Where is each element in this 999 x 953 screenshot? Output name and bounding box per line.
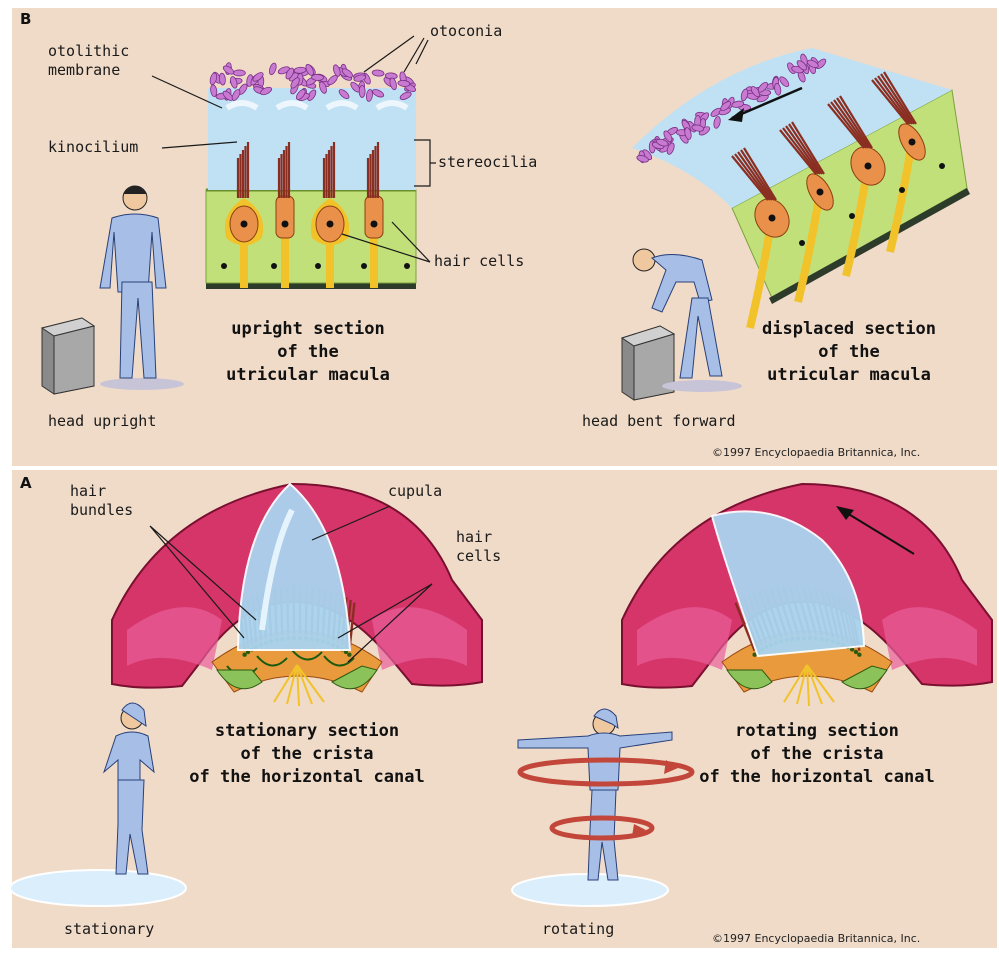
upright-section-caption: upright section of the utricular macula	[208, 318, 408, 387]
cupula-label: cupula	[388, 482, 442, 501]
stationary-label: stationary	[64, 920, 154, 939]
kinocilium-label: kinocilium	[48, 138, 138, 157]
panel-a-illustration	[12, 470, 997, 948]
panel-b-copyright: ©1997 Encyclopaedia Britannica, Inc.	[712, 446, 920, 459]
otolithic-membrane-label: otolithic membrane	[48, 42, 129, 80]
rotating-crista	[622, 484, 992, 706]
displaced-section-caption: displaced section of the utricular macul…	[744, 318, 954, 387]
panel-a-copyright: ©1997 Encyclopaedia Britannica, Inc.	[712, 932, 920, 945]
standing-man-figure	[42, 186, 184, 394]
head-upright-label: head upright	[48, 412, 156, 431]
rotating-section-caption: rotating section of the crista of the ho…	[672, 720, 962, 789]
hair-cells-label: hair cells	[434, 252, 524, 271]
basement-membrane	[206, 283, 416, 289]
stationary-section-caption: stationary section of the crista of the …	[162, 720, 452, 789]
stationary-woman-figure	[10, 703, 186, 906]
displaced-macula-section	[632, 48, 970, 328]
panel-b-illustration	[12, 8, 997, 466]
panel-a-crista: A	[12, 470, 997, 948]
panel-b-utricular-macula: B	[12, 8, 997, 466]
stereocilia-label: stereocilia	[438, 153, 537, 172]
hair-cells-crista-label: hair cells	[456, 528, 501, 566]
hair-bundles-label: hair bundles	[70, 482, 133, 520]
bending-man-figure	[622, 249, 742, 400]
rotating-label: rotating	[542, 920, 614, 939]
head-bent-forward-label: head bent forward	[582, 412, 736, 431]
stationary-crista	[112, 484, 482, 706]
upright-macula-section	[206, 62, 417, 289]
rotating-woman-figure	[512, 709, 692, 906]
otoconia-label: otoconia	[430, 22, 502, 41]
